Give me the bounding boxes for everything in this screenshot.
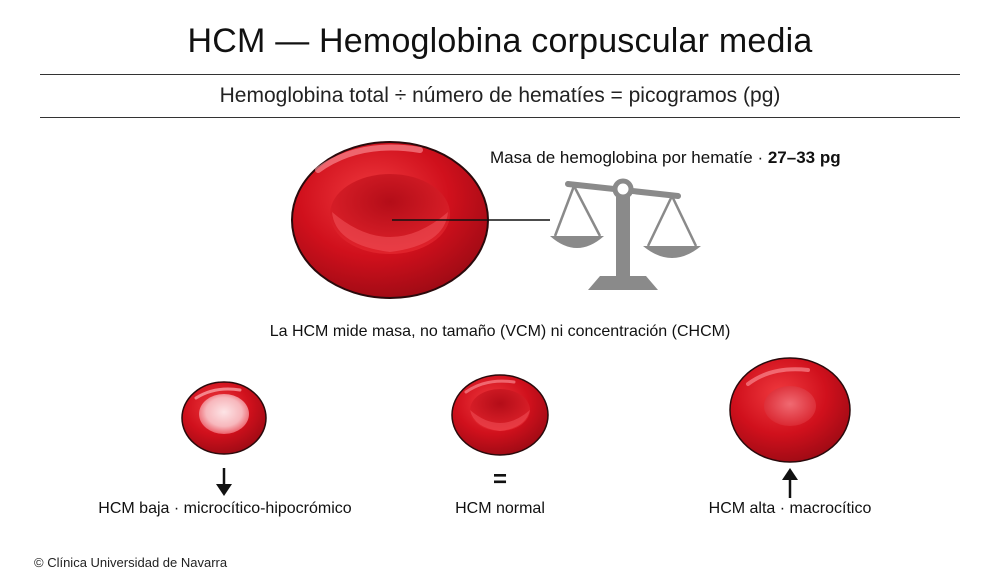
low-hcm-caption: HCM baja · microcítico-hipocrómico [98, 500, 352, 517]
equals-indicator: = [492, 466, 507, 493]
normal-hcm-cell-icon [451, 374, 549, 456]
formula-text: Hemoglobina total ÷ número de hematíes =… [219, 84, 781, 107]
balance-scale-icon [550, 178, 701, 290]
high-hcm-caption: HCM alta · macrocítico [708, 500, 872, 517]
high-hcm-cell-icon [729, 357, 851, 463]
measurement-note: La HCM mide masa, no tamaño (VCM) ni con… [269, 323, 731, 340]
down-arrow-icon [216, 468, 232, 496]
copyright-credit: © Clínica Universidad de Navarra [34, 555, 228, 570]
red-blood-cell-icon [291, 141, 489, 299]
up-arrow-icon [782, 468, 798, 498]
low-hcm-cell-icon [181, 381, 267, 455]
normal-hcm-caption: HCM normal [455, 500, 545, 517]
page-title: HCM — Hemoglobina corpuscular media [187, 22, 813, 60]
hemoglobin-mass-label: Masa de hemoglobina por hematíe · 27–33 … [490, 148, 841, 168]
mass-range-value: 27–33 pg [767, 148, 841, 167]
mass-label-text: Masa de hemoglobina por hematíe · [490, 148, 768, 167]
formula-divider [40, 117, 960, 118]
title-divider [40, 74, 960, 75]
